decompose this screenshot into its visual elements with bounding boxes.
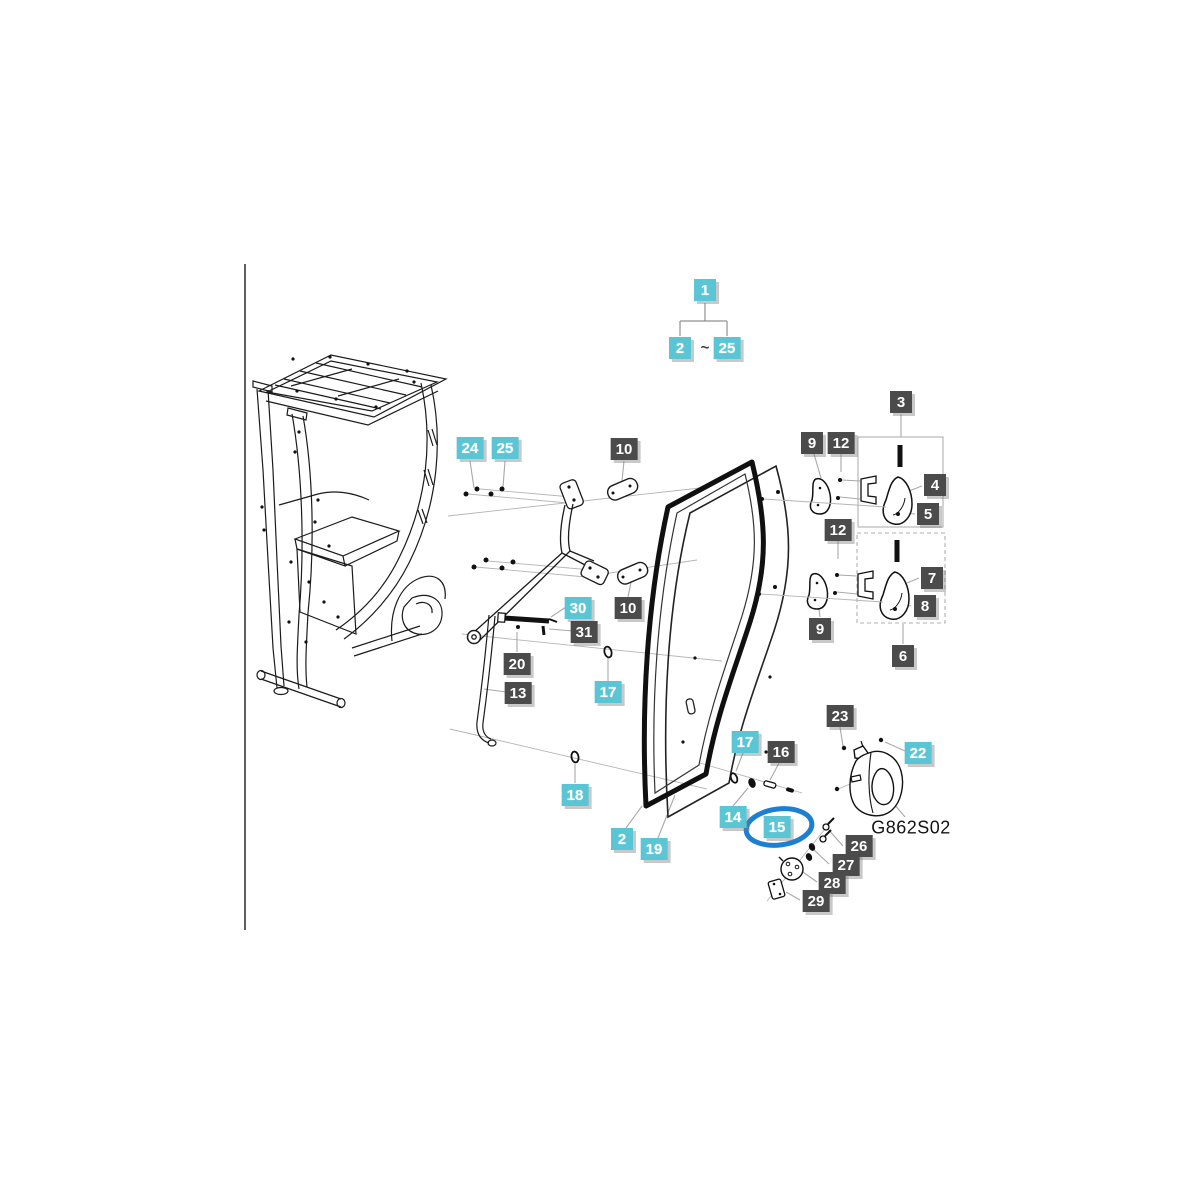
- cab-bolt-dots: [260, 355, 416, 644]
- callout-label-5: 5: [917, 503, 939, 525]
- hinge-box-lower: [856, 532, 946, 624]
- callout-label-2: 2: [611, 828, 633, 850]
- pin-31: [541, 625, 546, 636]
- highlight-ellipse: [743, 806, 815, 848]
- callout-label-4: 4: [924, 474, 946, 496]
- callout-label-23: 23: [826, 705, 854, 727]
- gas-strut: [497, 612, 558, 636]
- callout-label-29: 29: [802, 890, 830, 912]
- callout-label-2: 2: [669, 337, 691, 359]
- callout-label-20: 20: [503, 653, 531, 675]
- latch-housing: [849, 740, 904, 817]
- callout-label-~: ~: [700, 339, 710, 357]
- door-handle-hole: [685, 698, 696, 715]
- callout-label-25: 25: [713, 337, 741, 359]
- callout-label-30: 30: [564, 597, 592, 619]
- callout-label-24: 24: [456, 437, 484, 459]
- callout-label-18: 18: [561, 784, 589, 806]
- callout-label-26: 26: [845, 835, 873, 857]
- callout-label-25: 25: [491, 437, 519, 459]
- callout-label-22: 22: [904, 742, 932, 764]
- stay-rod: [476, 614, 497, 747]
- callout-label-31: 31: [570, 621, 598, 643]
- grommet-17: [603, 645, 613, 659]
- callout-label-8: 8: [914, 595, 936, 617]
- relation-tree-lines: [679, 303, 728, 336]
- callout-label-16: 16: [767, 741, 795, 763]
- callout-label-17: 17: [731, 731, 759, 753]
- grommet-18: [570, 750, 580, 764]
- plate-10-lower: [616, 561, 649, 585]
- callout-label-7: 7: [921, 567, 943, 589]
- callout-label-1: 1: [694, 279, 716, 301]
- callout-label-13: 13: [504, 682, 532, 704]
- cab-frame-drawing: [252, 354, 448, 709]
- latch-parts: [767, 817, 835, 900]
- grab-handle: [466, 479, 609, 645]
- callout-label-12: 12: [824, 519, 852, 541]
- callout-label-9: 9: [809, 618, 831, 640]
- callout-label-27: 27: [832, 854, 860, 876]
- plate-10-upper: [606, 477, 639, 501]
- callout-label-6: 6: [892, 645, 914, 667]
- callout-label-12: 12: [827, 432, 855, 454]
- callout-label-10: 10: [614, 597, 642, 619]
- callout-label-14: 14: [719, 806, 747, 828]
- hinge-unit-upper: [760, 445, 913, 525]
- callout-label-17: 17: [594, 681, 622, 703]
- part-code-label: G862S02: [871, 817, 951, 838]
- callout-label-10: 10: [610, 438, 638, 460]
- door-glass: [664, 464, 790, 819]
- door-seal: [641, 459, 766, 809]
- callout-label-9: 9: [801, 432, 823, 454]
- washer-group: [729, 772, 794, 793]
- callout-label-15-highlighted: 15: [763, 816, 791, 838]
- callout-label-3: 3: [890, 391, 912, 413]
- bolt-dots: [463, 486, 884, 792]
- callout-label-28: 28: [818, 872, 846, 894]
- leader-lines: [469, 414, 923, 901]
- callout-label-19: 19: [640, 838, 668, 860]
